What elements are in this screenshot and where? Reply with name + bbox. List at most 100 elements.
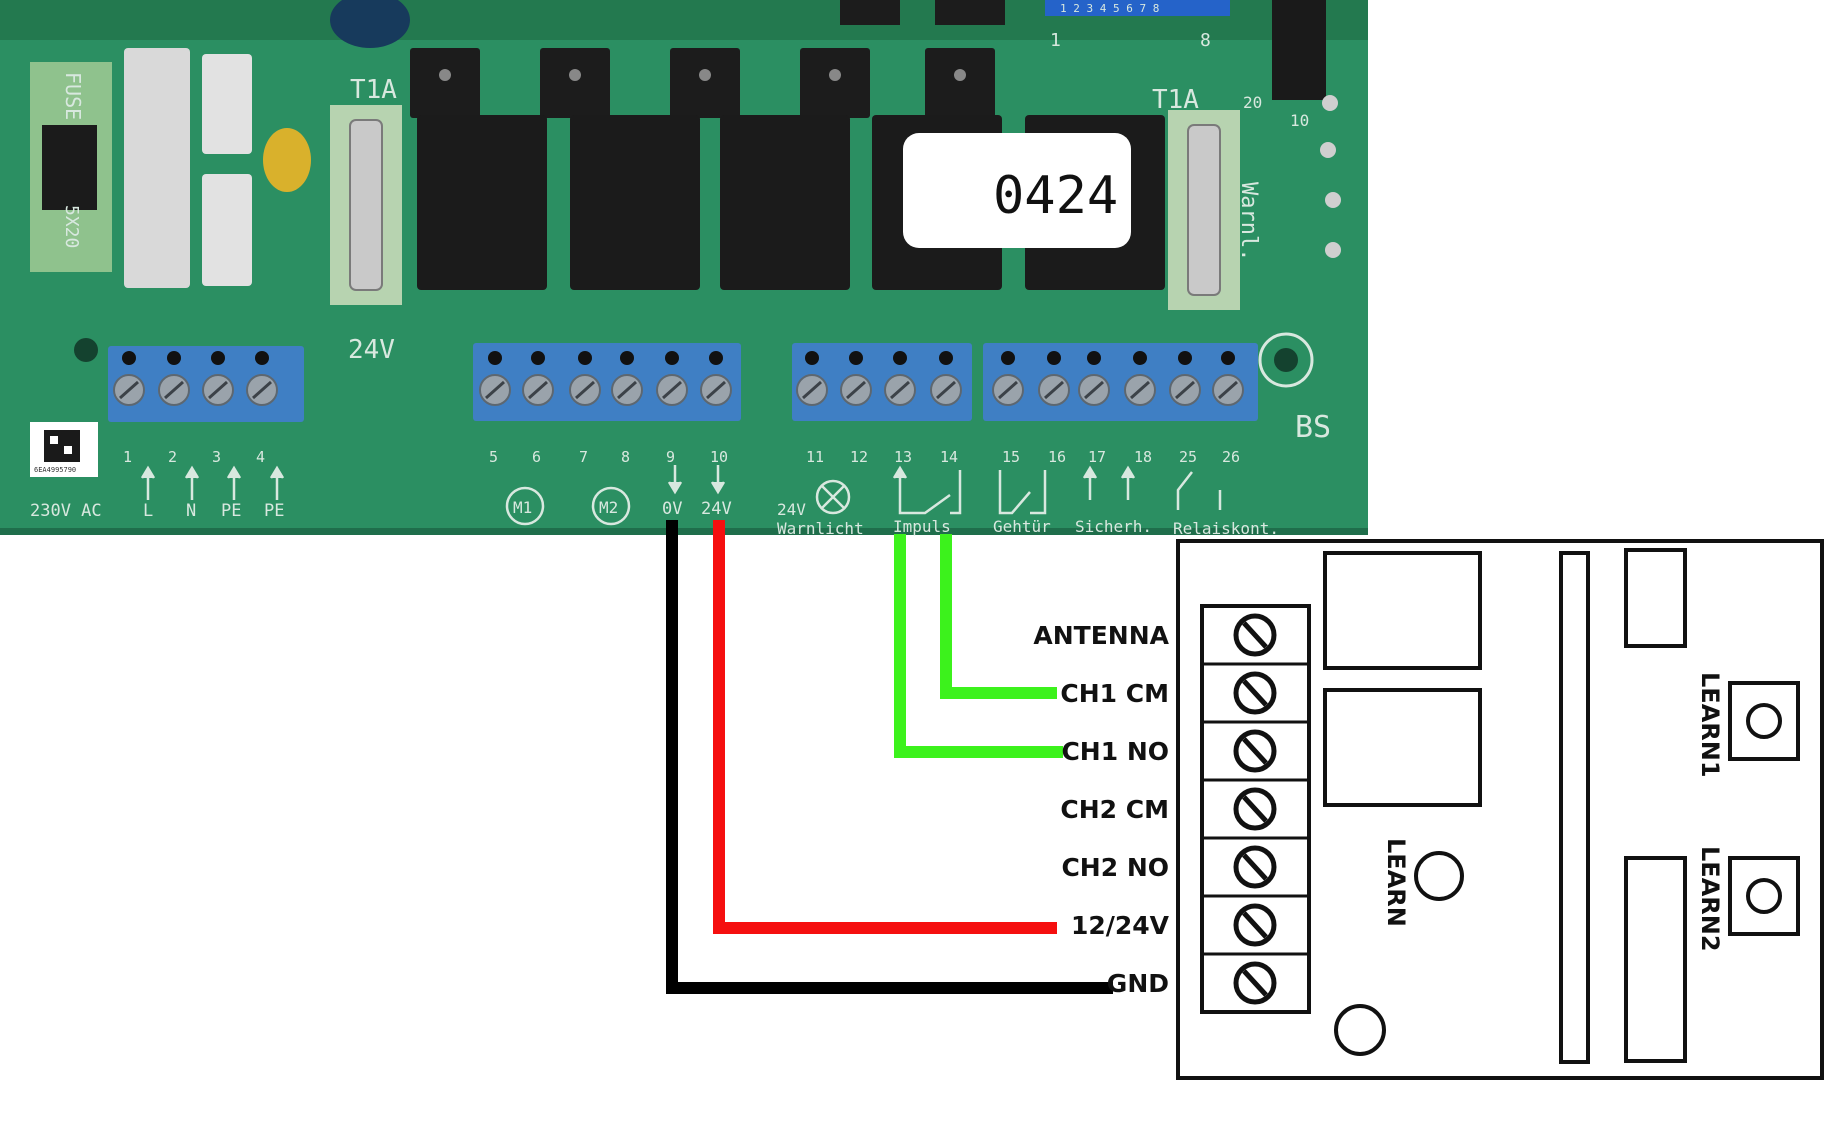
board-terminal-screw <box>930 351 962 406</box>
dip-label-1: 1 <box>1050 30 1061 51</box>
mounting-circle <box>1334 1004 1386 1056</box>
board-terminal-screw <box>246 351 278 406</box>
motor-m2-symbol: M2 <box>591 486 631 526</box>
wire-24v-red <box>713 520 1057 934</box>
board-terminal-number: 5 <box>489 448 498 466</box>
top-components <box>330 0 1005 118</box>
receiver-pin-label: 12/24V <box>1071 911 1170 940</box>
wire-gnd-black <box>666 520 1113 994</box>
receiver-screw-terminal <box>1233 613 1277 657</box>
board-terminal-screw <box>700 351 732 406</box>
impuls-switch-symbol <box>898 470 962 515</box>
datamatrix-code: 6EA4995790 <box>30 422 98 477</box>
relay-outline-2 <box>1323 688 1482 807</box>
label-l: L <box>143 501 153 521</box>
terminal-block-io <box>792 343 972 421</box>
dip-switch: 1 2 3 4 5 6 7 8 1 8 <box>1045 0 1230 51</box>
label-24v-board: 24V <box>348 335 395 365</box>
receiver-screw-terminal <box>1202 894 1309 947</box>
terminal-arrows <box>140 465 1136 500</box>
board-terminal-number: 11 <box>806 448 824 466</box>
board-terminal-number: 16 <box>1048 448 1066 466</box>
board-terminal-number: 13 <box>894 448 912 466</box>
board-terminal-screw <box>479 351 511 406</box>
label-warnlicht: Warnlicht <box>777 519 864 538</box>
antenna-strip <box>1559 551 1590 1064</box>
terminal-block-motor <box>473 343 741 421</box>
learn-label: LEARN <box>1382 838 1410 927</box>
board-terminal-number: 10 <box>710 448 728 466</box>
board-terminal-number: 9 <box>666 448 675 466</box>
glass-fuse-left: T1A <box>330 75 402 305</box>
board-terminal-number: 15 <box>1002 448 1020 466</box>
board-terminal-number: 4 <box>256 448 265 466</box>
wires <box>666 520 1113 994</box>
component-outline-top <box>1624 548 1687 648</box>
label-m1: M1 <box>513 498 532 517</box>
control-board: 1 2 3 4 5 6 7 8 1 8 20 10 <box>0 0 1368 538</box>
label-n: N <box>186 501 196 521</box>
receiver-pin-label: CH1 NO <box>1061 737 1169 766</box>
learn2-button[interactable] <box>1728 856 1800 936</box>
main-fuse-holder: FUSE 5X20 <box>30 62 112 272</box>
label-m2: M2 <box>599 498 618 517</box>
label-0v: 0V <box>662 499 682 519</box>
board-terminal-screw <box>569 351 601 406</box>
fuse-rating: 5X20 <box>61 205 82 248</box>
gehtur-switch-symbol <box>998 470 1047 515</box>
qr-caption: 6EA4995790 <box>34 466 76 474</box>
board-terminal-screw <box>522 351 554 406</box>
receiver-pin-label: CH2 NO <box>1061 853 1169 882</box>
board-terminal-number: 3 <box>212 448 221 466</box>
label-24v: 24V <box>701 499 732 519</box>
header-label-20: 20 <box>1243 93 1262 112</box>
board-terminal-number: 12 <box>850 448 868 466</box>
receiver-pin-label: ANTENNA <box>1033 621 1169 650</box>
board-terminal-number: 6 <box>532 448 541 466</box>
dip-label-8: 8 <box>1200 30 1211 51</box>
warning-light-symbol <box>815 479 851 515</box>
learn1-label: LEARN1 <box>1696 672 1724 778</box>
receiver-screw-terminal <box>1202 836 1309 889</box>
board-terminal-screw <box>1038 351 1070 406</box>
learn-led <box>1414 851 1464 901</box>
receiver-pin-label: CH1 CM <box>1060 679 1169 708</box>
board-terminal-screw <box>1124 351 1156 406</box>
board-terminal-number: 7 <box>579 448 588 466</box>
warnl-label: Warnl. <box>1236 182 1261 261</box>
board-terminal-number: 18 <box>1134 448 1152 466</box>
board-terminal-screw <box>1169 351 1201 406</box>
component-outline-bottom <box>1624 856 1687 1063</box>
board-terminal-screw <box>992 351 1024 406</box>
fuse-t1a-left: T1A <box>350 75 397 105</box>
board-terminal-number: 25 <box>1179 448 1197 466</box>
board-terminal-screw <box>796 351 828 406</box>
board-terminal-number: 26 <box>1222 448 1240 466</box>
serial-sticker: 0424 <box>903 133 1131 248</box>
wire-ch1-cm-green <box>940 534 1057 699</box>
board-terminal-screw <box>1212 351 1244 406</box>
board-terminal-number: 8 <box>621 448 630 466</box>
label-impuls: Impuls <box>893 517 951 536</box>
learn1-button[interactable] <box>1728 681 1800 761</box>
mounting-hole-left <box>74 338 98 362</box>
board-terminal-screw <box>840 351 872 406</box>
label-warnlicht-voltage: 24V <box>777 500 806 519</box>
fuse-t1a-right: T1A <box>1152 85 1199 115</box>
wire-ch1-no-green <box>894 534 1063 758</box>
label-gehtur: Gehtür <box>993 517 1051 536</box>
header-label-10: 10 <box>1290 111 1309 130</box>
board-terminal-screw <box>611 351 643 406</box>
board-terminal-screw <box>113 351 145 406</box>
fuse-label: FUSE <box>61 72 85 120</box>
label-230v-ac: 230V AC <box>30 501 102 521</box>
motor-m1-symbol: M1 <box>505 486 545 526</box>
board-terminal-number: 2 <box>168 448 177 466</box>
board-terminal-screws <box>113 351 1244 406</box>
label-relaiskont: Relaiskont. <box>1173 519 1279 538</box>
board-terminal-screw <box>884 351 916 406</box>
